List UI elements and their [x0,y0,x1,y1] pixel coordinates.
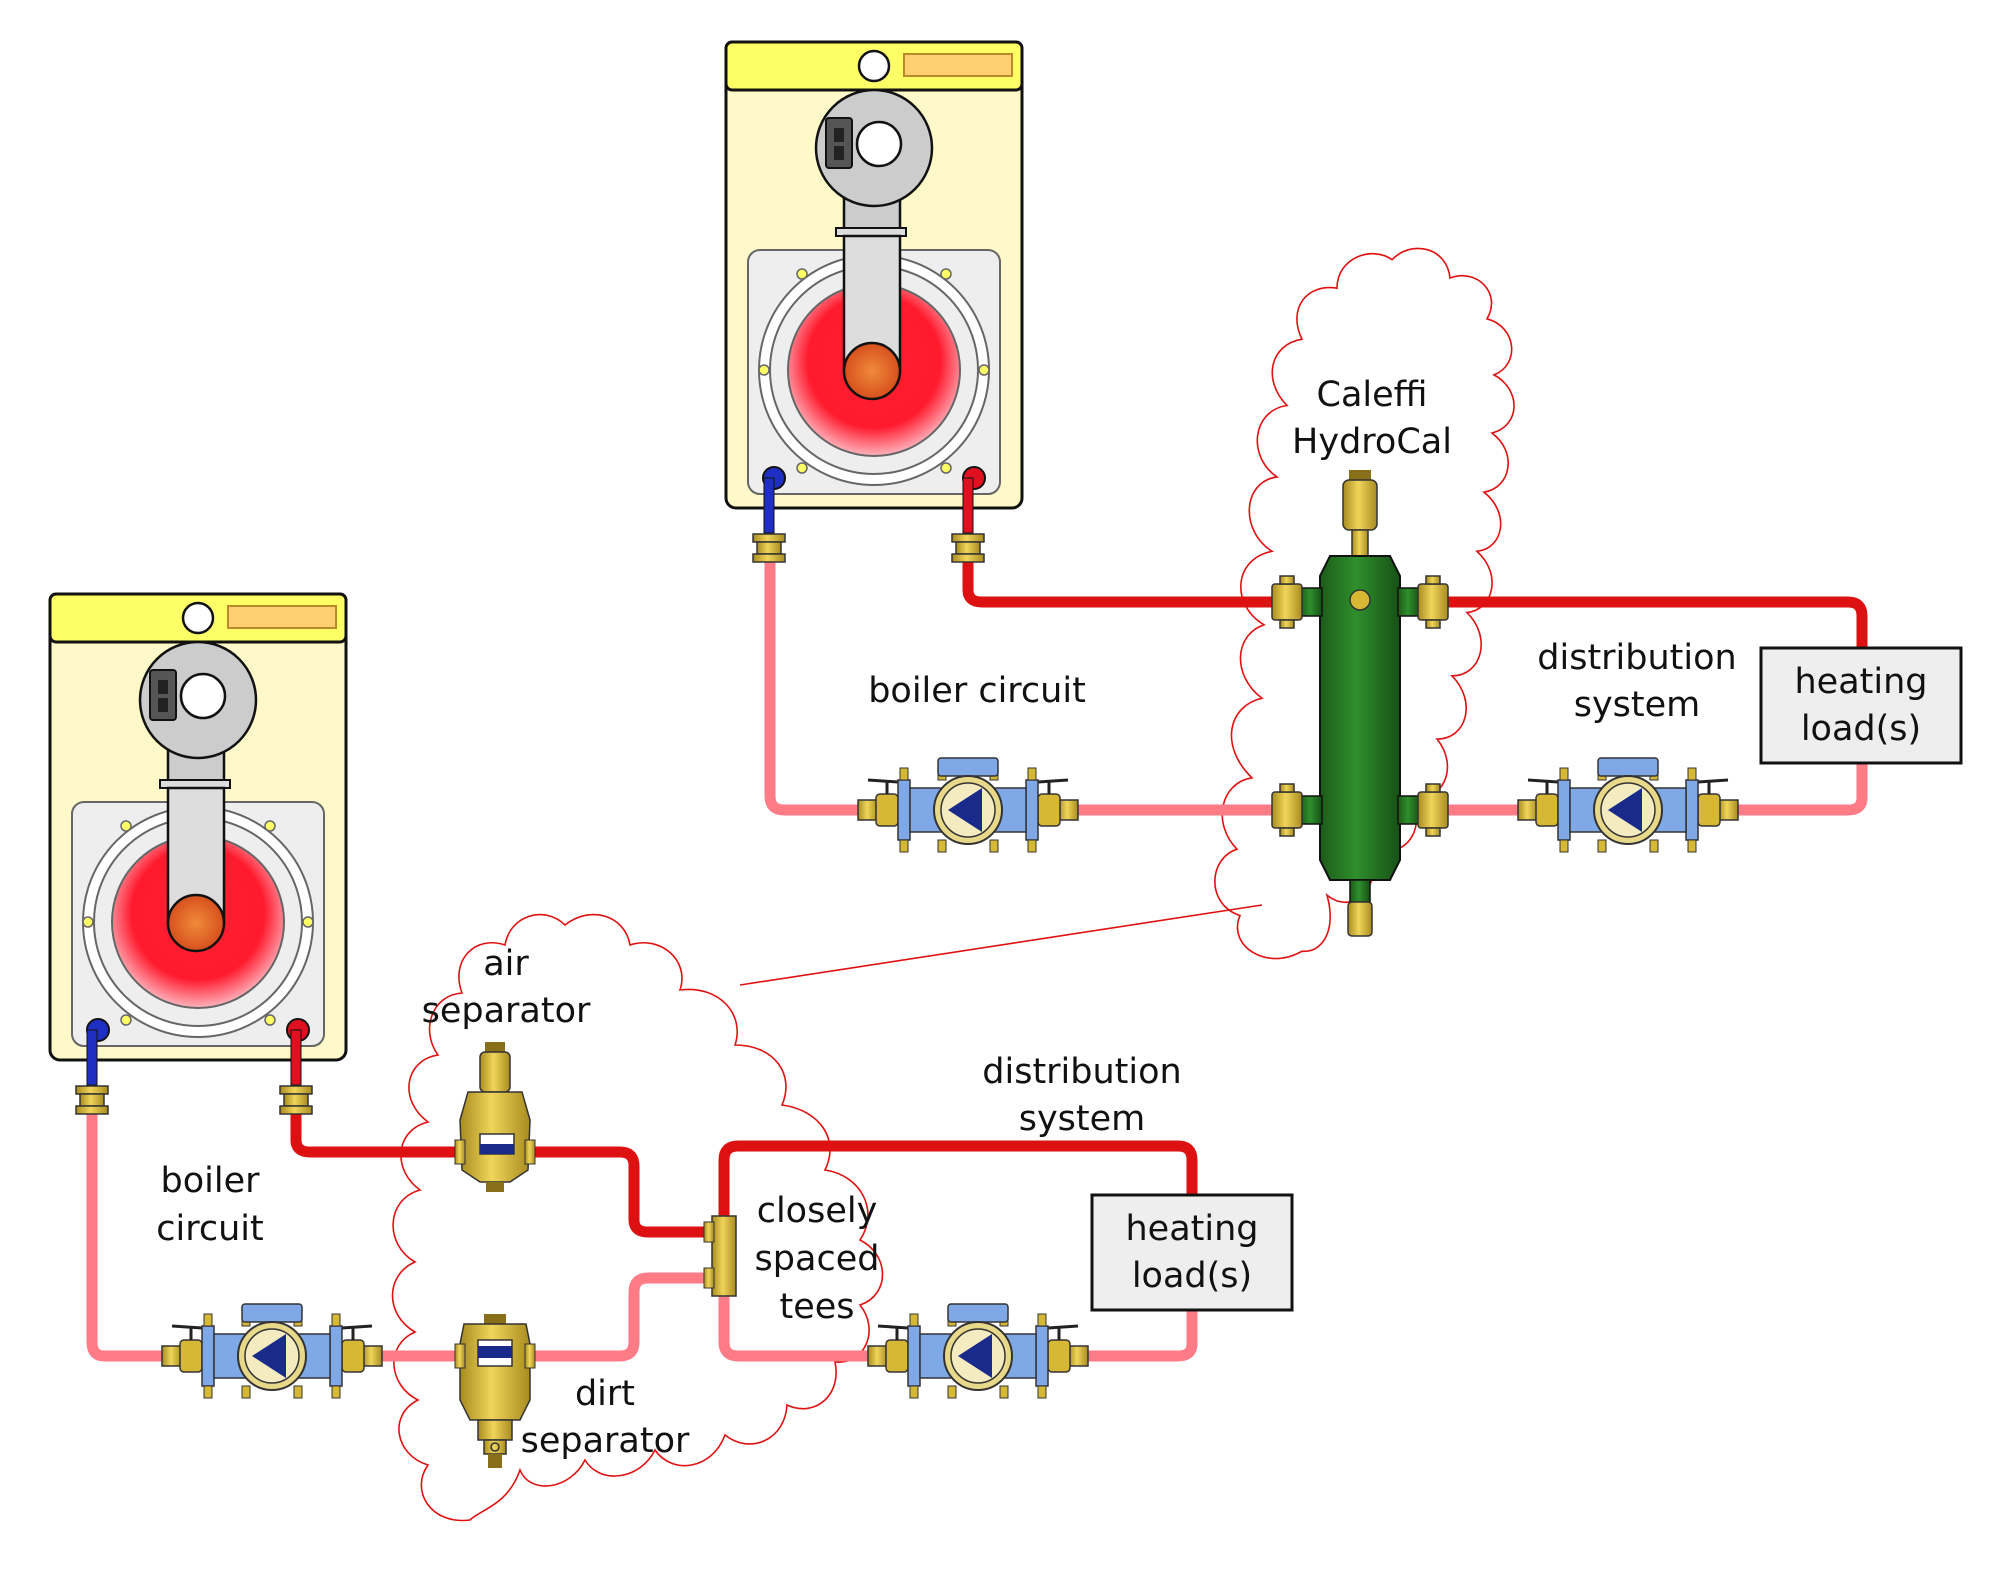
bottom-distribution-label-2: system [1019,1099,1146,1139]
hydrocal-label-2: HydroCal [1292,422,1452,462]
tees-label-3: tees [779,1287,854,1327]
top-heating-load-box [1759,646,1963,765]
bottom-boiler-pump [160,1302,384,1400]
bottom-boiler-circuit-label-1: boiler [160,1161,260,1201]
bottom-boiler [48,592,348,1115]
hydrocal-cloud [1214,247,1515,960]
top-boiler-pump [856,756,1080,854]
dirt-separator-label-1: dirt [575,1374,635,1414]
air-separator-label-1: air [483,944,529,984]
hydrocal-label-1: Caleffi [1317,375,1428,415]
top-piping [764,539,1868,816]
dirt-separator-label-2: separator [521,1421,690,1461]
bottom-heating-load-box [1090,1193,1294,1312]
bottom-distribution-pump [866,1302,1090,1400]
air-separator-label-2: separator [422,991,591,1031]
top-distribution-label-2: system [1574,685,1701,725]
bottom-distribution-label-1: distribution [982,1052,1181,1092]
bottom-load-label-1: heating [1125,1209,1258,1249]
dirt-separator [454,1314,536,1468]
hydrocal-separator [1271,470,1449,937]
top-distribution-label-1: distribution [1537,638,1736,678]
top-boiler-circuit-label: boiler circuit [868,671,1086,711]
top-boiler [724,40,1024,563]
top-load-label-1: heating [1794,662,1927,702]
air-separator [454,1042,536,1192]
closely-spaced-tees [703,1215,737,1297]
tees-label-2: spaced [755,1239,880,1279]
tees-label-1: closely [757,1191,878,1231]
bottom-load-label-2: load(s) [1132,1256,1252,1296]
top-distribution-pump [1516,756,1740,854]
bottom-boiler-circuit-label-2: circuit [156,1209,263,1249]
callout-line [739,904,1263,986]
separators-cloud [391,913,884,1522]
top-load-label-2: load(s) [1801,709,1921,749]
